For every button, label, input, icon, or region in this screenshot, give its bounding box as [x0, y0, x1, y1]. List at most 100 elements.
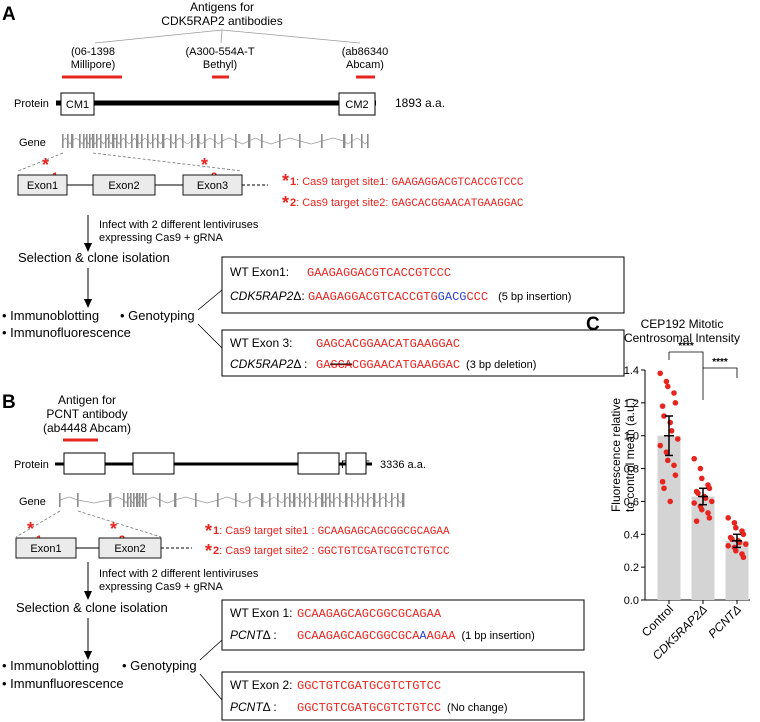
data-point-1-12 [699, 506, 705, 513]
gene-a-exon-29 [214, 134, 216, 148]
gene-a-exon-40 [367, 134, 369, 148]
gene-a-exon-5 [86, 134, 88, 148]
antibody-2-line1: (A300-554A-T [185, 46, 254, 58]
target-2-num-b: 2 [213, 545, 219, 557]
target-1-num-b: 1 [213, 525, 219, 537]
gene-a-exon-22 [162, 134, 165, 148]
gene-b-exon-1 [77, 493, 79, 507]
gene-b-exon-4 [127, 493, 129, 507]
sig-label-2: **** [712, 357, 728, 368]
data-point-0-10 [657, 442, 663, 449]
data-point-0-7 [667, 419, 673, 426]
genotyping-a: • Genotyping [120, 308, 195, 323]
gene-b-exon-17 [261, 493, 264, 507]
data-point-2-14 [740, 554, 747, 561]
box2-wt-label-a: WT Exon 3: [230, 336, 292, 350]
gene-b-exon-14 [217, 493, 219, 507]
gene-b-exon-7 [136, 493, 139, 507]
gene-b-exon-12 [174, 493, 177, 507]
box2-mut-seq-a-part2: CGGAACATGAAGGAC [352, 358, 460, 372]
box2-mut-gene-b: PCNT [230, 700, 264, 714]
pcnt-domain-1 [63, 452, 106, 475]
data-point-2-2 [733, 524, 739, 531]
box1-wt-label-a: WT Exon1: [230, 265, 289, 279]
gene-a-exon-4 [83, 134, 85, 148]
gene-a-exon-19 [147, 134, 149, 148]
panel-a-label: A [2, 4, 16, 25]
immunofluorescence-a: • Immunofluorescence [2, 325, 131, 340]
gene-a-exon-14 [120, 134, 122, 148]
gene-b-exon-22 [293, 493, 296, 507]
box2-wt-seq-a: GAGCACGGAACATGAAGGAC [316, 337, 460, 351]
gene-exons-a [62, 134, 369, 148]
gene-b-exon-32 [345, 493, 348, 507]
target-1-star-a: * [282, 171, 289, 191]
sig-bracket-1 [669, 351, 704, 360]
box2-mut-line-b: PCNTΔ :GGCTGTCGATGCGTCTGTCC(No change) [230, 700, 508, 715]
gene-a-exon-28 [204, 134, 206, 148]
box1-mut-line-a: CDK5RAP2Δ: GAAGAGGACGTCACCGTGGACGCCC(5 b… [230, 289, 571, 304]
sig-label-1: **** [678, 341, 694, 352]
target-2-label-a: : Cas9 target site2: [296, 197, 391, 209]
box2-mut-seq-a-part1: GA [316, 358, 331, 372]
exon3-box-a [182, 174, 243, 196]
target-1-line-a: 1: Cas9 target site1: GAAGAGGACGTCACCGTC… [290, 176, 524, 189]
gene-b-exon-19 [277, 493, 279, 507]
cm1-label: CM1 [66, 99, 89, 111]
box2-mut-gene-a: CDK5RAP2 [230, 357, 294, 371]
category-label-2: PCNTΔ [705, 602, 744, 641]
cm1-domain [60, 92, 95, 116]
pcnt-domain-2 [132, 452, 175, 475]
antibody-3-line1: (ab86340 [342, 46, 389, 58]
immunoblotting-a: • Immunoblotting [2, 308, 99, 323]
gene-b-exon-3 [123, 493, 125, 507]
box2-mut-delta-b: Δ : [263, 700, 277, 714]
target-1-label-a: : Cas9 target site1: [296, 176, 391, 188]
sig-bracket-2 [703, 367, 738, 378]
box1-note-b: (1 bp insertion) [461, 630, 534, 642]
protein-label-a: Protein [14, 98, 49, 110]
cut-site-2-star-b: * [110, 519, 117, 539]
pcnt-antigen-line2: PCNT antibody [46, 407, 127, 421]
box2-wt-label-b: WT Exon 2: [230, 678, 292, 692]
gene-a-exon-2 [71, 134, 74, 148]
gene-a-exon-20 [152, 134, 154, 148]
panel-a: A Antigens for CDK5RAP2 antibodies (06-1… [2, 0, 625, 377]
infect-line2-a: expressing Cas9 + gRNA [99, 232, 223, 244]
data-point-0-6 [661, 413, 667, 419]
gene-b-exon-11 [159, 493, 161, 507]
protein-length-b: 3336 a.a. [380, 459, 426, 471]
panel-b-label: B [2, 392, 16, 413]
gene-b-exon-38 [379, 493, 381, 507]
antigens-title-line2: CDK5RAP2 antibodies [161, 14, 282, 28]
box2-mut-seq-b: GGCTGTCGATGCGTCTGTCC [297, 701, 441, 715]
box2-mut-delta-a: Δ : [293, 357, 307, 371]
data-point-1-1 [697, 465, 704, 472]
data-point-2-1 [731, 519, 738, 526]
gene-b-exon-26 [315, 493, 317, 507]
gene-b-exon-34 [357, 493, 359, 507]
significance-brackets [668, 351, 738, 378]
data-point-0-12 [665, 457, 671, 464]
box1-note-a: (5 bp insertion) [498, 291, 571, 303]
antibody-1-line1: (06-1398 [71, 46, 115, 58]
data-point-0-16 [661, 485, 667, 492]
data-point-0-15 [659, 478, 666, 485]
gene-b-exon-20 [284, 493, 286, 507]
box1-mut-delta-b: Δ : [263, 628, 277, 642]
y-tick-label-5: 1.0 [624, 431, 639, 443]
exon1-label-b: Exon1 [30, 543, 61, 555]
genotype-box-exon3-a [221, 329, 625, 377]
chart-ylabel-line1: Fluorescence relative [609, 398, 623, 512]
box1-mut-seq-b-insert: A [419, 629, 427, 643]
exon2-label-b: Exon2 [114, 543, 145, 555]
gene-a-exon-27 [197, 134, 200, 148]
gene-a-exon-10 [105, 134, 107, 148]
genotyping-connectors-b [199, 639, 223, 701]
gene-b-exon-42 [402, 493, 405, 507]
data-point-1-15 [693, 518, 700, 524]
gene-a-exon-31 [235, 134, 237, 148]
gene-a-exon-37 [343, 134, 346, 148]
pact-domain [345, 452, 367, 475]
gene-label-a: Gene [19, 137, 46, 149]
